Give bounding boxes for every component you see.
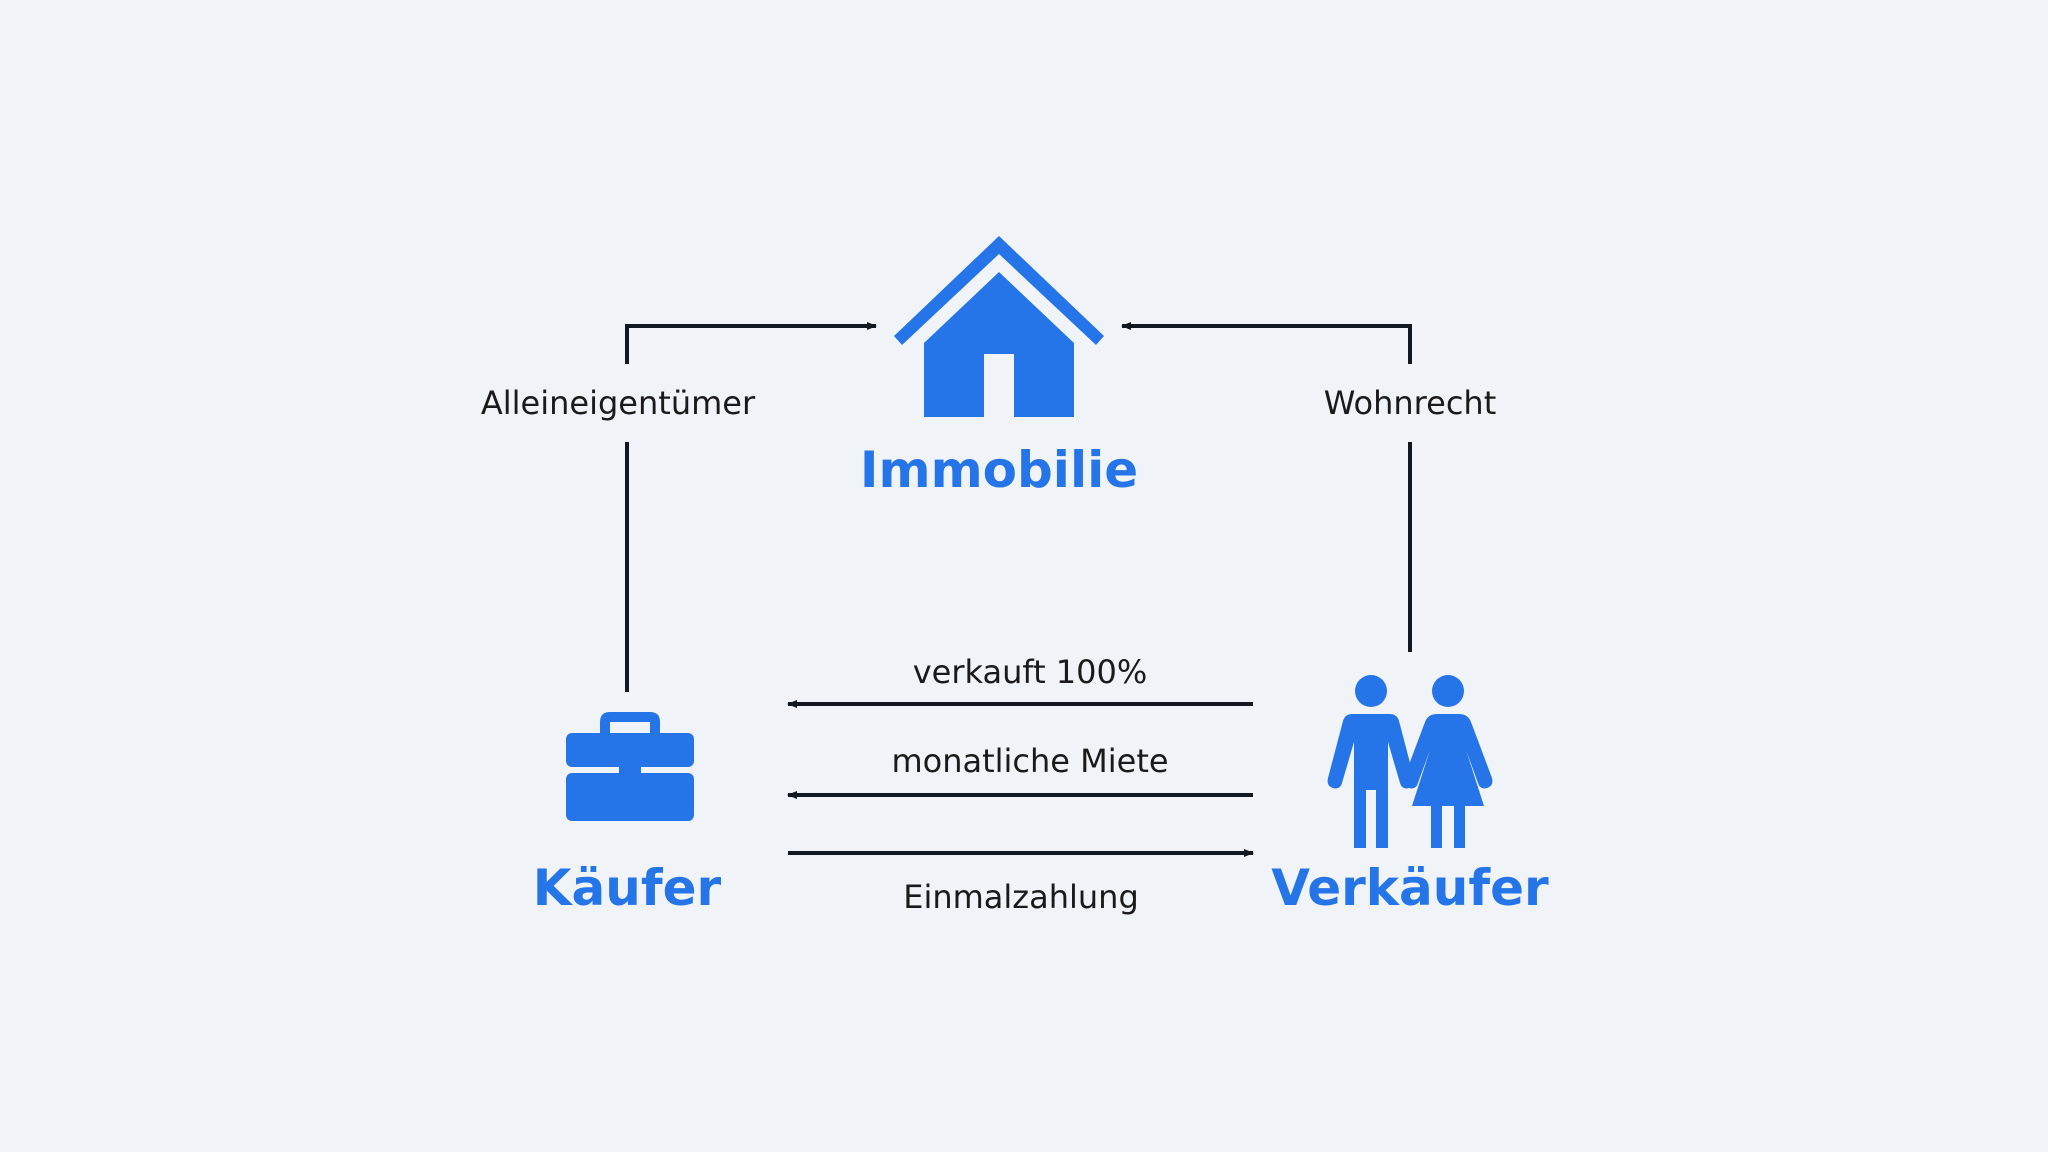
connector-buyer-property-upper xyxy=(625,322,877,364)
node-title-buyer: Käufer xyxy=(533,859,722,917)
couple-icon xyxy=(1327,675,1493,848)
edge-label-seller-property: Wohnrecht xyxy=(1324,384,1496,422)
node-title-seller: Verkäufer xyxy=(1271,859,1549,917)
briefcase-icon xyxy=(566,712,694,821)
house-icon xyxy=(894,236,1104,417)
edge-seller-property: Wohnrecht xyxy=(1121,322,1496,652)
edge-payment: Einmalzahlung xyxy=(788,849,1254,916)
edge-label-buyer-property: Alleineigentümer xyxy=(481,384,756,422)
edge-label-payment: Einmalzahlung xyxy=(903,878,1139,916)
connector-seller-property-upper xyxy=(1121,322,1412,364)
edge-label-rent: monatliche Miete xyxy=(891,742,1168,780)
edge-sale: verkauft 100% xyxy=(787,653,1253,708)
edge-label-sale: verkauft 100% xyxy=(913,653,1148,691)
edge-rent: monatliche Miete xyxy=(787,742,1253,799)
edge-buyer-property: Alleineigentümer xyxy=(481,322,877,692)
node-title-property: Immobilie xyxy=(860,441,1138,499)
